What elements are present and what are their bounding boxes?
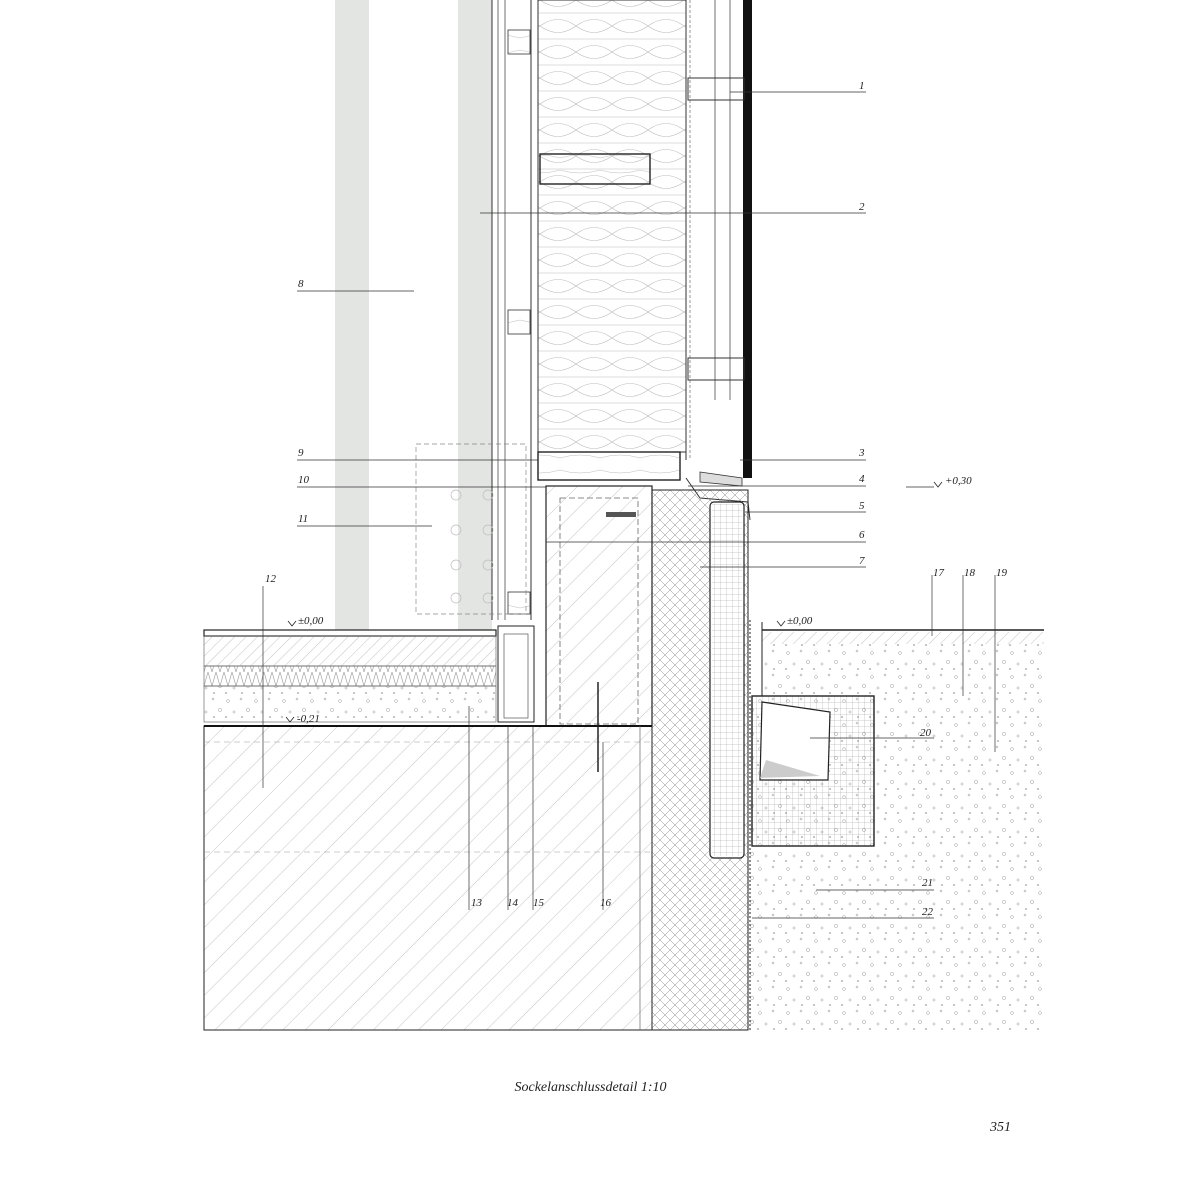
callout-3: 3 — [858, 447, 865, 459]
callout-21: 21 — [922, 877, 933, 889]
callout-4: 4 — [859, 473, 865, 485]
timber-beam — [539, 153, 651, 185]
level-floor-left: ±0,00 — [298, 615, 324, 627]
callout-1: 1 — [859, 80, 865, 92]
page-number: 351 — [990, 1120, 1011, 1135]
impact-insulation — [203, 665, 497, 687]
callout-8: 8 — [298, 278, 304, 290]
screed — [203, 635, 497, 667]
level-slab: -0,21 — [297, 713, 320, 725]
callout-2: 2 — [859, 201, 865, 213]
callout-15: 15 — [533, 897, 545, 909]
callout-13: 13 — [471, 897, 483, 909]
callout-6: 6 — [859, 529, 865, 541]
callout-10: 10 — [298, 474, 310, 486]
level-floor-right: ±0,00 — [787, 615, 813, 627]
gravel-bed — [762, 644, 1044, 696]
insulation-layer — [537, 0, 687, 453]
callout-11: 11 — [298, 513, 308, 525]
callout-12: 12 — [265, 573, 277, 585]
callout-14: 14 — [507, 897, 519, 909]
callout-20: 20 — [920, 727, 932, 739]
callout-19: 19 — [996, 567, 1008, 579]
callout-5: 5 — [859, 500, 865, 512]
callout-22: 22 — [922, 906, 934, 918]
drawing-caption: Sockelanschlussdetail 1:10 — [514, 1080, 667, 1095]
facade-cladding — [743, 0, 752, 478]
callout-16: 16 — [600, 897, 612, 909]
level-top: +0,30 — [945, 475, 972, 487]
topsoil — [762, 632, 1044, 644]
callout-17: 17 — [933, 567, 945, 579]
wall-stripe-right — [458, 0, 492, 630]
concrete-upstand — [545, 485, 653, 727]
callout-7: 7 — [859, 555, 865, 567]
sill-plate — [537, 451, 681, 481]
callout-18: 18 — [964, 567, 976, 579]
callout-9: 9 — [298, 447, 304, 459]
wall-stripe-left — [335, 0, 369, 630]
floor-finish — [203, 629, 497, 637]
foundation-slab — [203, 725, 653, 1031]
